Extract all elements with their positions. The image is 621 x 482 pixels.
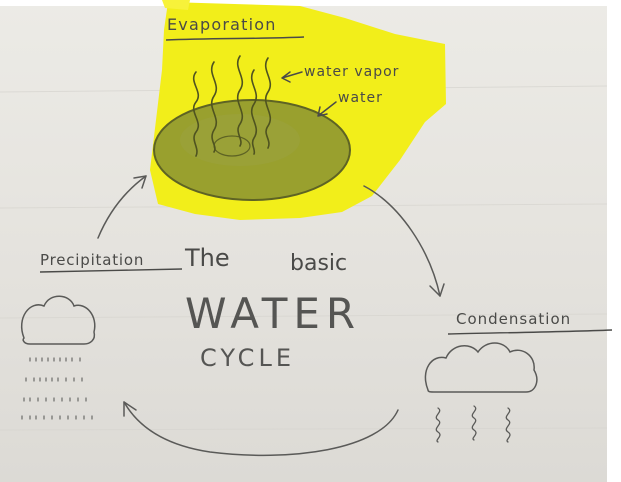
precipitation-cloud — [21, 295, 96, 345]
cycle-arrows — [97, 175, 445, 457]
evaporation-highlight-corner — [162, 0, 190, 10]
title-line1-basic: basic — [290, 251, 347, 276]
evaporation-underline — [165, 36, 305, 41]
paper-top-edge — [0, 0, 621, 6]
condensation-squiggles — [435, 405, 511, 443]
arrow-precipitation-to-evaporation — [97, 175, 147, 239]
precipitation-label: Precipitation — [40, 251, 144, 269]
condensation-cloud — [424, 342, 538, 393]
water-annotation: water — [338, 90, 383, 106]
arrow-condensation-to-precipitation — [123, 401, 399, 457]
rain-drops — [21, 357, 93, 420]
condensation-label: Condensation — [456, 310, 571, 328]
vapor-lines — [192, 55, 272, 157]
arrow-head-condensation — [429, 283, 445, 297]
condensation-underline — [447, 329, 613, 335]
vapor-annotation: water vapor — [304, 64, 399, 80]
arrow-head-evaporation — [133, 175, 147, 189]
water-pointer-arrow — [317, 101, 337, 117]
arrow-evaporation-to-condensation — [363, 185, 441, 297]
arrow-head-precipitation — [123, 401, 137, 417]
precipitation-underline — [39, 268, 183, 273]
evaporation-label: Evaporation — [167, 15, 277, 34]
title-line3: CYCLE — [200, 344, 295, 372]
title-line2: WATER — [185, 289, 361, 338]
title-line1: The — [184, 244, 230, 272]
paper-right-edge — [607, 0, 621, 482]
vapor-pointer-arrow — [281, 71, 303, 83]
